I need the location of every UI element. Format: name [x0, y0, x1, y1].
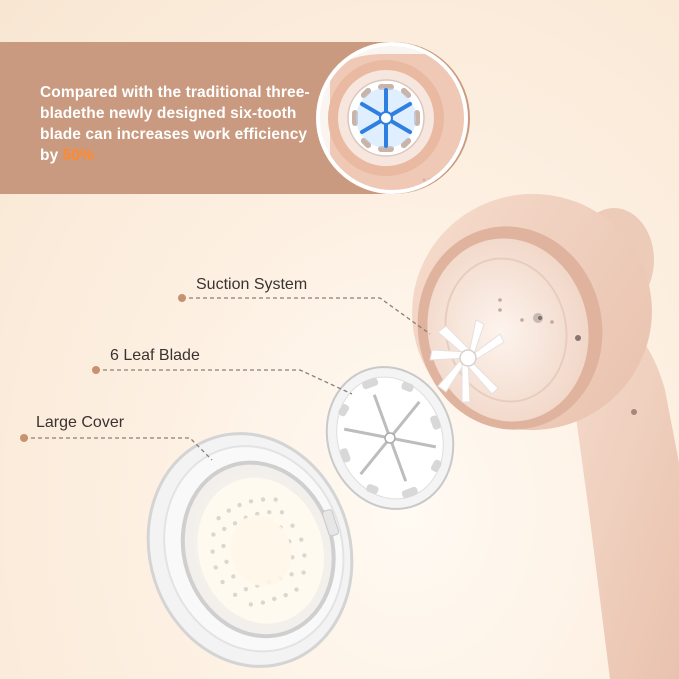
banner-text: Compared with the traditional three-blad… [40, 82, 310, 166]
leaf-blade-label: 6 Leaf Blade [110, 347, 200, 364]
large-cover-label: Large Cover [36, 414, 125, 431]
blade-dot [92, 366, 100, 374]
cover-dot [20, 434, 28, 442]
banner-body-text: Compared with the traditional three-blad… [40, 84, 310, 164]
blade-zoom-circle [316, 42, 468, 194]
efficiency-highlight: 50% [62, 147, 95, 164]
suction-dot [178, 294, 186, 302]
blade-zoom-illustration [320, 46, 464, 190]
suction-system-label: Suction System [196, 276, 308, 293]
